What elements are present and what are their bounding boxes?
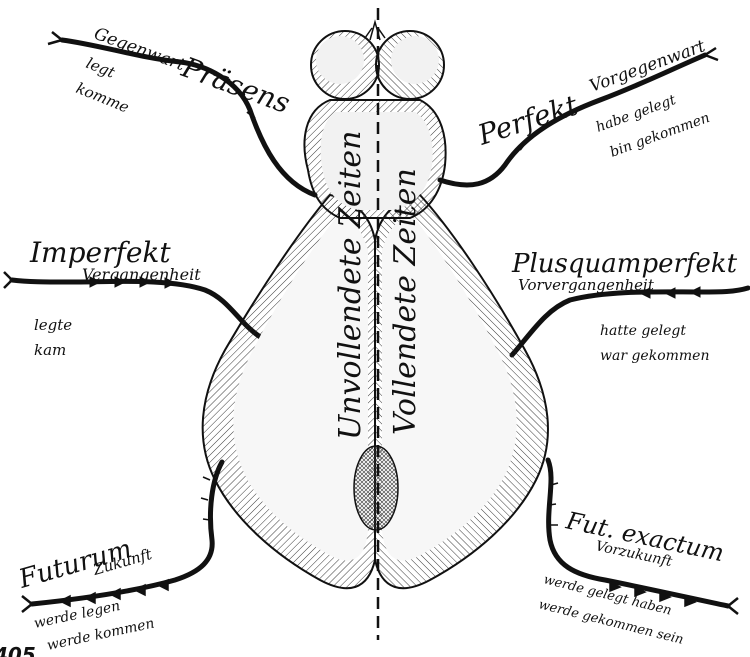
corner-number: 405 <box>0 643 36 657</box>
praesens-example-1: legt <box>84 54 119 82</box>
praesens-name: Präsens <box>177 50 295 120</box>
imperfekt-example-1: legte <box>34 316 72 334</box>
praesens-example-2: komme <box>74 79 132 117</box>
plusquamperfekt-name: Plusquamperfekt <box>511 249 738 279</box>
label-unvollendete-zeiten: Unvollendete Zeiten <box>333 130 368 440</box>
plusquamperfekt-example-1: hatte gelegt <box>600 323 686 339</box>
plusquamperfekt-example-2: war gekommen <box>600 348 709 364</box>
imperfekt-german: Vergangenheit <box>82 265 201 284</box>
label-vollendete-zeiten: Vollendete Zeiten <box>388 168 423 435</box>
antenna <box>365 22 385 40</box>
imperfekt-example-2: kam <box>34 341 66 359</box>
abdomen <box>354 446 398 530</box>
plusquamperfekt-german: Vorvergangenheit <box>518 276 655 294</box>
perfekt-german: Vorgegenwart <box>587 36 708 96</box>
leg-plusquamperfekt <box>512 287 748 355</box>
